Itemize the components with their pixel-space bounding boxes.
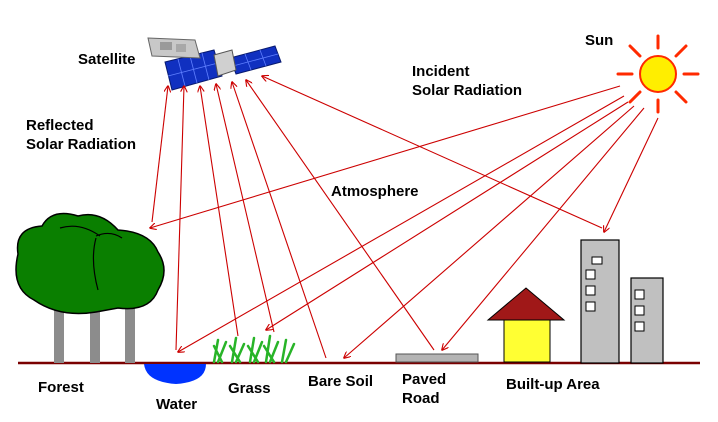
grass-icon [212, 334, 296, 364]
paved-road-label: Paved Road [402, 371, 447, 407]
water-icon [144, 364, 206, 384]
bare-soil-label: Bare Soil [308, 373, 374, 390]
forest-icon [15, 212, 165, 363]
reflected-rays [151, 76, 603, 359]
forest-label: Forest [38, 379, 84, 396]
water-label: Water [156, 396, 198, 413]
satellite-label: Satellite [78, 51, 136, 68]
incident-radiation-label: Incident Solar Radiation [412, 63, 523, 99]
incident-rays [150, 85, 659, 358]
house-icon [486, 287, 566, 363]
sun-icon [616, 34, 700, 114]
built-up-area-label: Built-up Area [506, 376, 600, 393]
reflected-radiation-label: Reflected Solar Radiation [26, 117, 137, 153]
satellite-icon [147, 37, 282, 91]
sun-label: Sun [585, 32, 614, 49]
paved-road-icon [395, 353, 479, 363]
atmosphere-label: Atmosphere [331, 183, 419, 200]
grass-label: Grass [228, 380, 271, 397]
building-short-icon [630, 277, 664, 364]
building-tall-icon [580, 239, 620, 364]
